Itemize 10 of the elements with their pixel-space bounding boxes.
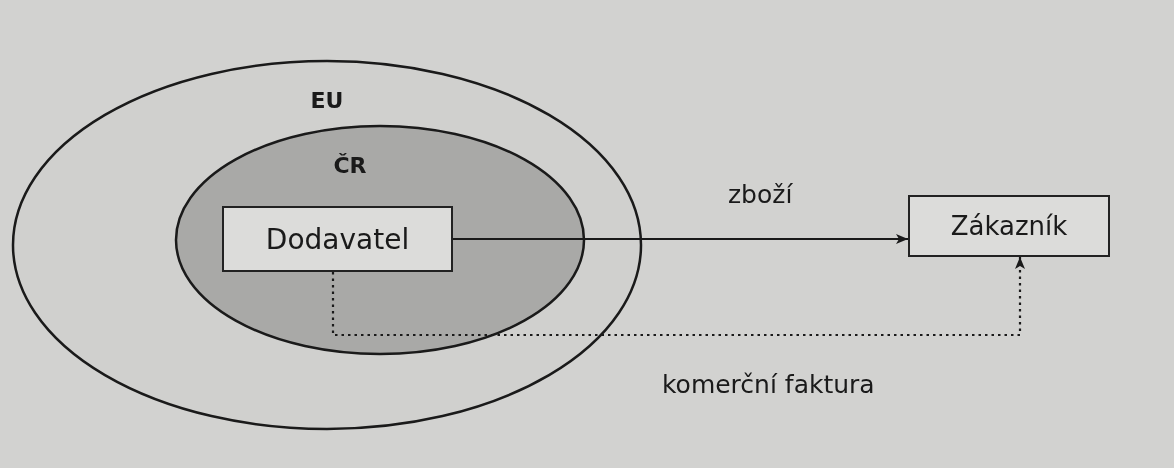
entity-box [222,206,453,272]
entity-name: Zákazník [950,211,1068,241]
entity-name: Dodavatel [265,222,410,256]
dotted-arrow [331,257,1025,337]
region-label: ČR [332,153,368,178]
region-label: EU [309,88,345,113]
edge-label: komerční faktura [662,370,875,399]
arrow [453,234,908,244]
edge-label: zboží [728,180,793,209]
entity-box [908,195,1110,257]
